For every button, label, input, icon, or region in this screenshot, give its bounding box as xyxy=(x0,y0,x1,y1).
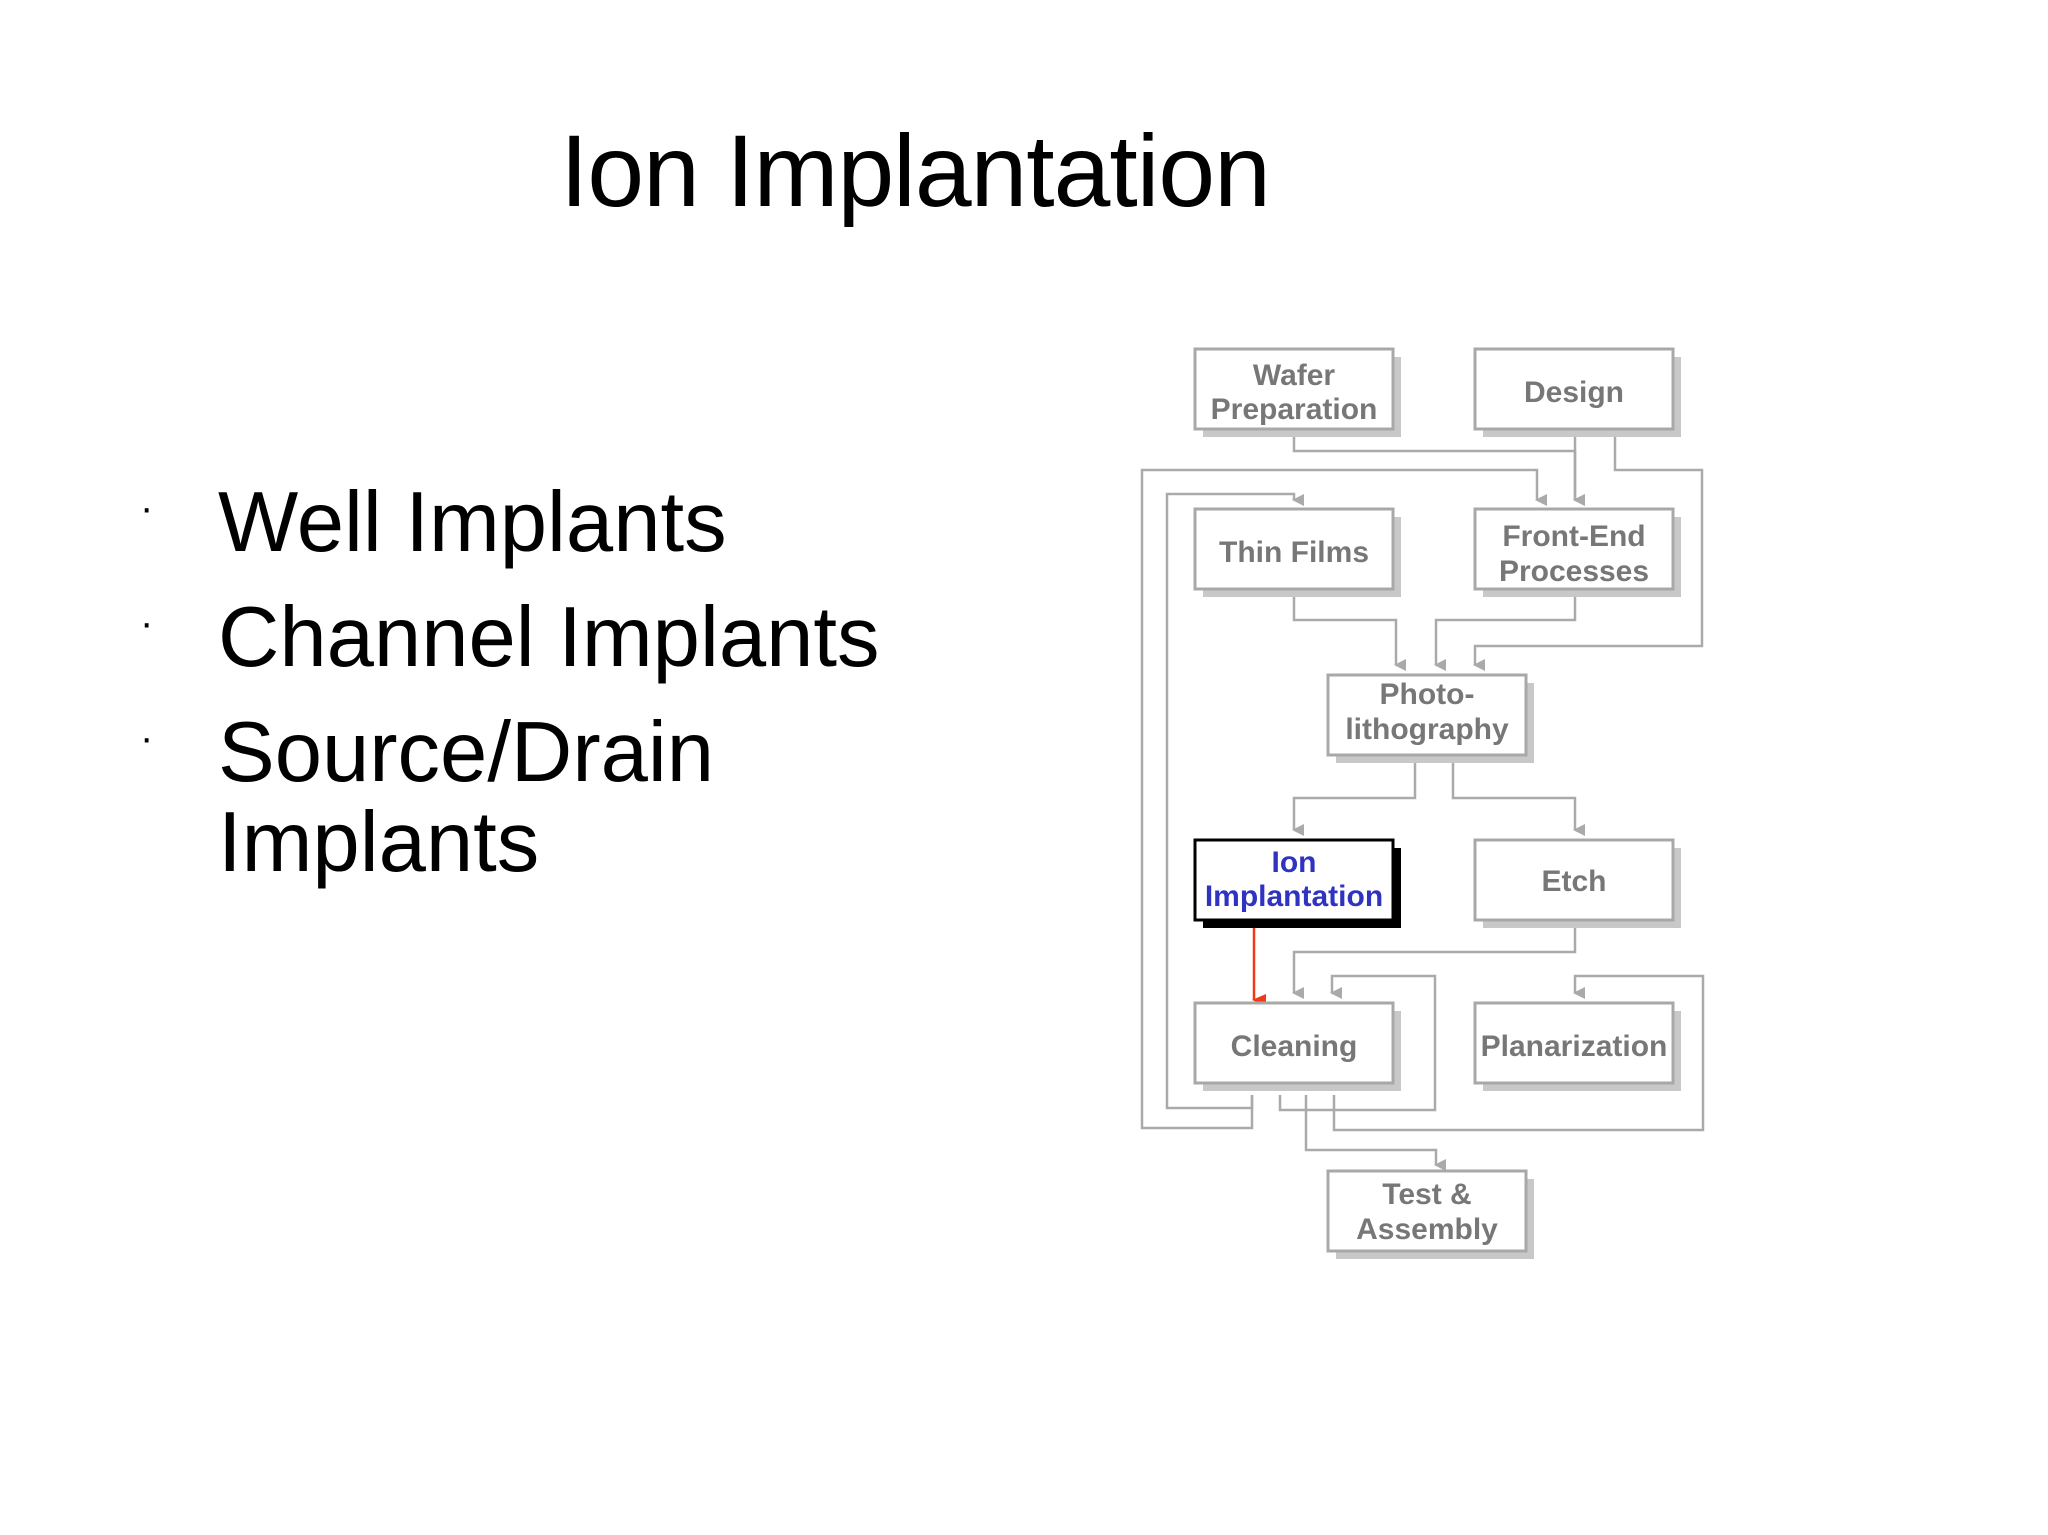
node-photolithography: Photo- lithography xyxy=(1326,673,1534,763)
node-label: lithography xyxy=(1345,713,1509,746)
node-ion-implantation: Ion Implantation xyxy=(1193,838,1401,928)
bullet-text: Well Implants xyxy=(218,475,727,570)
node-label: Planarization xyxy=(1481,1030,1668,1063)
node-test-assembly: Test & Assembly xyxy=(1326,1169,1534,1259)
node-label: Processes xyxy=(1499,555,1649,588)
node-label: Design xyxy=(1524,376,1624,409)
node-label: Etch xyxy=(1541,865,1606,898)
node-front-end-processes: Front-End Processes xyxy=(1473,507,1681,597)
node-label: Assembly xyxy=(1356,1213,1498,1246)
node-label: Thin Films xyxy=(1219,536,1369,569)
slide-title: Ion Implantation xyxy=(560,114,1271,228)
connector-design-to-photo xyxy=(1473,432,1704,671)
connector-outer-loop-to-frontend xyxy=(1140,468,1547,1130)
node-label: Preparation xyxy=(1211,393,1378,426)
connector-planarization-loop-to-cleaning xyxy=(1278,974,1437,1112)
node-label: Photo- xyxy=(1380,678,1475,711)
connector-cleaning-loop-to-planarization xyxy=(1332,974,1705,1132)
connector-photo-to-ion xyxy=(1292,757,1417,836)
connector-inner-loop-to-thinfilms xyxy=(1165,492,1304,1110)
node-label: Ion xyxy=(1272,846,1317,879)
node-cleaning: Cleaning xyxy=(1193,1001,1401,1091)
connectors xyxy=(1140,432,1705,1171)
node-wafer-preparation: Wafer Preparation xyxy=(1193,347,1401,437)
node-planarization: Planarization xyxy=(1473,1001,1681,1091)
connector-etch-to-cleaning xyxy=(1292,927,1577,999)
node-label: Cleaning xyxy=(1231,1030,1358,1063)
connector-cleaning-to-test xyxy=(1304,1095,1446,1171)
node-label: Implantation xyxy=(1205,880,1383,913)
node-thin-films: Thin Films xyxy=(1193,507,1401,597)
connector-wafer-to-frontend xyxy=(1292,432,1585,506)
bullet-item: · Channel Implants xyxy=(140,593,1038,683)
bullet-list: · Well Implants · Channel Implants · Sou… xyxy=(140,478,1038,913)
connector-photo-to-etch xyxy=(1451,757,1585,836)
bullet-item: · Well Implants xyxy=(140,478,1038,568)
bullet-marker: · xyxy=(140,601,154,645)
bullet-marker: · xyxy=(140,716,154,760)
node-etch: Etch xyxy=(1473,838,1681,928)
connector-thinfilms-to-photo xyxy=(1292,597,1406,671)
bullet-item: · Source/Drain Implants xyxy=(140,708,1038,888)
node-label: Wafer xyxy=(1253,359,1336,392)
node-design: Design xyxy=(1473,347,1681,437)
bullet-marker: · xyxy=(140,486,154,530)
bullet-text: Source/Drain Implants xyxy=(218,705,715,890)
bullet-text: Channel Implants xyxy=(218,590,880,685)
node-label: Test & xyxy=(1382,1178,1471,1211)
node-label: Front-End xyxy=(1502,520,1645,553)
connector-frontend-to-photo xyxy=(1434,597,1577,671)
